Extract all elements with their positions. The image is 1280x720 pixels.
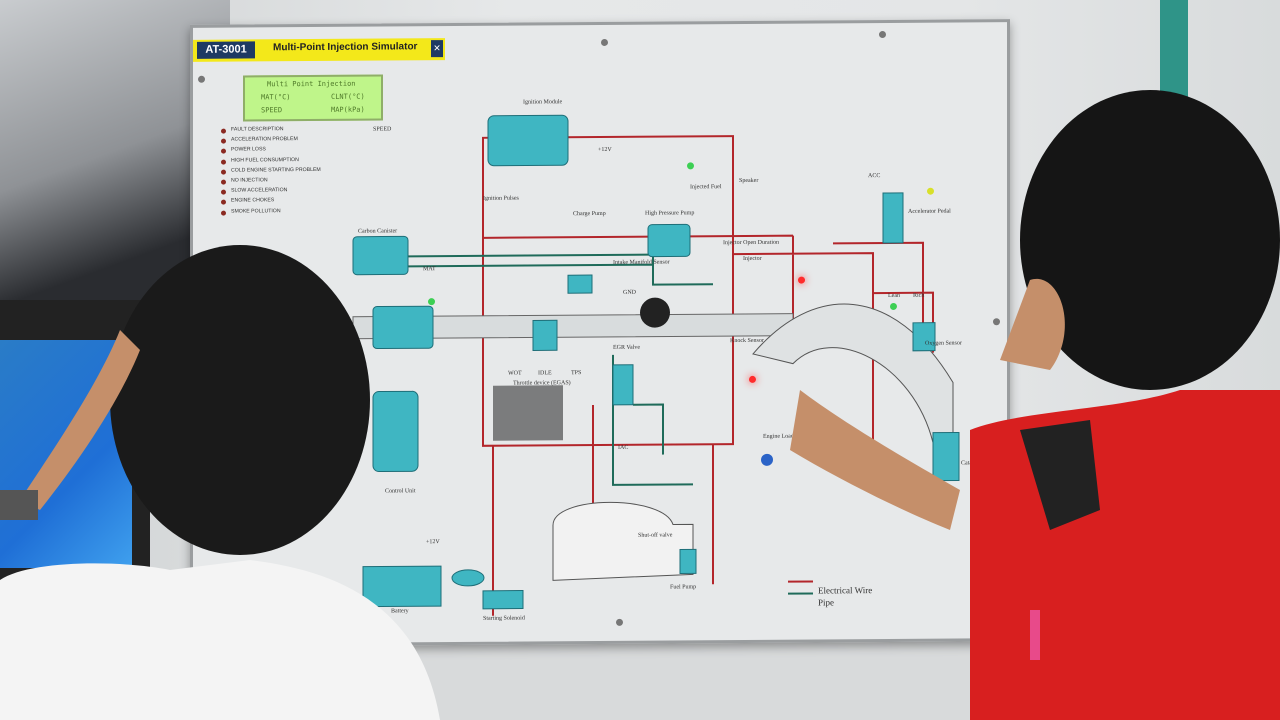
throttle-body bbox=[532, 319, 558, 351]
engine-schematic bbox=[352, 114, 960, 616]
electrical-wire bbox=[482, 135, 734, 447]
pointing-arm bbox=[790, 390, 960, 530]
intake-manifold-sensor-label: Intake Manifold Sensor bbox=[613, 259, 670, 266]
injected-fuel-label: Injected Fuel bbox=[690, 184, 722, 191]
student-left bbox=[0, 245, 440, 720]
carbon-canister-label: Carbon Canister bbox=[358, 228, 398, 235]
iac-label: IAC bbox=[618, 444, 629, 451]
injector-label: Injector bbox=[743, 255, 762, 263]
speaker-label: Speaker bbox=[739, 177, 759, 185]
ignition-module bbox=[487, 114, 569, 167]
ignition-module-label: Ignition Module bbox=[523, 99, 563, 106]
idle-label: IDLE bbox=[538, 370, 552, 377]
egr-valve-label: EGR Valve bbox=[613, 344, 641, 351]
oxygen-sensor bbox=[912, 322, 936, 352]
charge-pump-label: Charge Pump bbox=[573, 210, 606, 218]
battery bbox=[362, 565, 442, 608]
throttle-device-label: Throttle device (EGAS) bbox=[513, 380, 571, 387]
throttle-hatch bbox=[493, 385, 563, 441]
gauge-knob bbox=[640, 297, 670, 328]
knock-sensor-label: Knock Sensor bbox=[730, 337, 764, 345]
catalyst bbox=[932, 431, 960, 482]
engine-load-knob bbox=[761, 453, 773, 466]
raised-arm bbox=[20, 330, 140, 510]
ignition-pulses-label: Ignition Pulses bbox=[483, 195, 519, 202]
ear bbox=[1000, 278, 1065, 370]
head-hair bbox=[110, 245, 370, 555]
fuel-pump bbox=[679, 548, 697, 574]
status-led bbox=[749, 375, 756, 383]
electrical-wire bbox=[483, 234, 934, 616]
carbon-canister bbox=[352, 235, 409, 276]
gnd-label: GND bbox=[623, 289, 636, 296]
shirt-collar bbox=[1020, 420, 1100, 530]
head-hair bbox=[1020, 90, 1280, 390]
instructor-right bbox=[790, 90, 1280, 720]
control-unit bbox=[372, 390, 419, 473]
fuel-tank bbox=[552, 501, 694, 581]
v12-label: +12V bbox=[598, 146, 612, 154]
red-shirt bbox=[970, 390, 1280, 720]
wall-trim bbox=[1160, 0, 1188, 100]
egr-valve bbox=[612, 364, 634, 406]
shut-off-valve-label: Shut-off valve bbox=[638, 532, 673, 539]
intake-manifold-sensor bbox=[567, 274, 593, 294]
mat-sensor-block bbox=[372, 305, 434, 350]
fuel-pump-label: Fuel Pump bbox=[670, 584, 697, 591]
status-led bbox=[687, 162, 694, 170]
starting-solenoid bbox=[482, 590, 524, 610]
high-pressure-pump-label: High Pressure Pump bbox=[645, 210, 695, 217]
injection-simulator-board: AT-3001 Multi-Point Injection Simulator … bbox=[190, 19, 1010, 647]
fuel-pipe bbox=[393, 224, 713, 486]
white-shirt bbox=[0, 560, 440, 720]
wristwatch bbox=[0, 490, 38, 520]
high-pressure-pump bbox=[647, 223, 691, 258]
wot-label: WOT bbox=[508, 370, 522, 377]
relay bbox=[451, 569, 485, 587]
pen-in-pocket bbox=[1030, 610, 1040, 660]
accelerator-pedal bbox=[882, 192, 904, 244]
tps-label: TPS bbox=[571, 370, 582, 377]
starting-solenoid-label: Starting Solenoid bbox=[483, 615, 525, 622]
